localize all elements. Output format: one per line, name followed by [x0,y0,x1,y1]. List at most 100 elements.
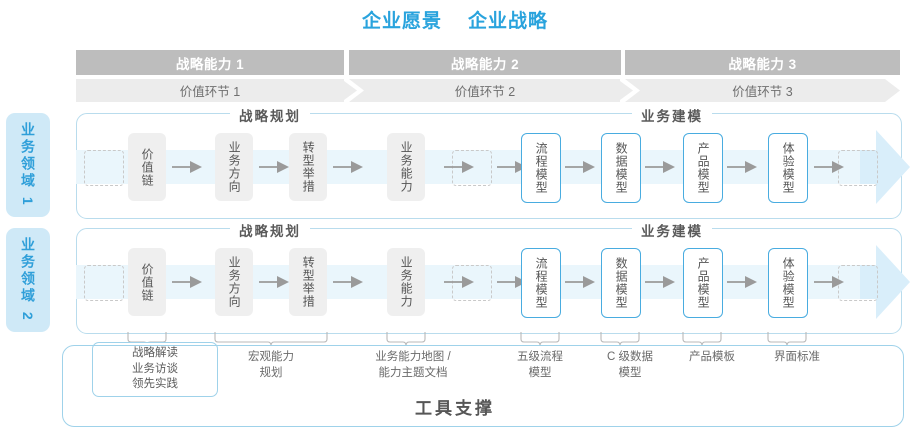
planning-node-2-3[interactable]: 转型举措 [289,248,327,316]
planning-node-label: 业务能力 [399,256,414,308]
segment-title-modeling-2: 业务建模 [632,220,712,240]
planning-to-dashed-arrow-2 [444,276,474,288]
flow-arrow-head-2 [860,245,910,319]
planning-node-2-4[interactable]: 业务能力 [387,248,425,316]
modeling-node-2-1[interactable]: 流程模型 [521,248,561,318]
value-chain-segment-3: 价值环节 3 [625,79,900,102]
bracket-macro-capability [214,332,328,347]
segment-title-rule-1-4 [712,113,750,115]
planning-node-1-3[interactable]: 转型举措 [289,133,327,201]
segment-title-planning-2: 战略规划 [230,220,310,240]
planning-node-label: 业务能力 [399,141,414,193]
flow-arrow-head-1 [860,130,910,204]
bracket-product-template [682,332,722,347]
capability-header-label: 战略能力 3 [728,56,797,72]
modeling-to-end-arrow-1 [814,161,844,173]
tool-support-container [62,345,904,427]
planning-node-label: 价值链 [140,262,155,302]
planning-node-1-2[interactable]: 业务方向 [215,133,253,201]
bracket-data-model [600,332,640,347]
segment-title-modeling-1: 业务建模 [632,105,712,125]
modeling-arrow-1-3 [727,161,757,173]
bottom-label-4: 五级流程 模型 [517,351,563,379]
modeling-node-1-1[interactable]: 流程模型 [521,133,561,203]
planning-node-2-1[interactable]: 价值链 [128,248,166,316]
modeling-node-1-2[interactable]: 数据模型 [601,133,641,203]
capability-header-label: 战略能力 2 [450,56,520,72]
bottom-label-1: 战略解读 业务访谈 领先实践 [92,342,218,397]
value-chain-chevron-1 [344,79,364,102]
domain-tab-1[interactable]: 业务领域 1 [6,113,50,217]
placeholder-box-1-2 [452,150,492,186]
bottom-label-6: 产品模板 [689,351,735,363]
segment-title-rule-2-1 [186,228,224,230]
modeling-arrow-2-2 [645,276,675,288]
segment-title-rule-1-2 [310,113,348,115]
modeling-node-2-3[interactable]: 产品模型 [683,248,723,318]
bottom-label-5: C 级数据 模型 [607,351,653,379]
value-chain-segment-2: 价值环节 2 [349,79,621,102]
bottom-label-7: 界面标准 [774,351,820,363]
modeling-node-label: 流程模型 [534,257,549,309]
value-chain-label: 价值环节 3 [732,85,793,99]
capability-header-2: 战略能力 2 [349,50,621,75]
modeling-node-2-2[interactable]: 数据模型 [601,248,641,318]
placeholder-box-1-1 [84,150,124,186]
modeling-node-label: 产品模型 [696,257,711,309]
value-chain-arrow-head [885,79,910,102]
domain-tab-label: 业务领域 1 [20,122,37,208]
modeling-to-end-arrow-2 [814,276,844,288]
domain-tab-label: 业务领域 2 [20,237,37,323]
bracket-process-model [520,332,560,347]
capability-header-1: 战略能力 1 [76,50,344,75]
modeling-node-label: 数据模型 [614,142,629,194]
planning-node-label: 价值链 [140,147,155,187]
value-chain-bar [76,79,900,102]
segment-title-rule-2-4 [712,228,750,230]
capability-header-3: 战略能力 3 [625,50,900,75]
enterprise-strategy-title: 企业战略 [468,10,549,32]
planning-arrow-1-1 [172,161,202,173]
segment-title-rule-2-2 [310,228,348,230]
planning-node-label: 转型举措 [301,141,316,193]
enterprise-vision-title: 企业愿景 [361,10,442,32]
planning-node-label: 业务方向 [227,256,242,308]
domain-tab-2[interactable]: 业务领域 2 [6,228,50,332]
planning-node-1-1[interactable]: 价值链 [128,133,166,201]
modeling-node-label: 体验模型 [781,257,796,309]
modeling-node-1-3[interactable]: 产品模型 [683,133,723,203]
planning-arrow-1-3 [333,161,363,173]
planning-node-1-4[interactable]: 业务能力 [387,133,425,201]
modeling-arrow-2-1 [565,276,595,288]
planning-node-label: 业务方向 [227,141,242,193]
value-chain-chevron-2 [620,79,640,102]
planning-arrow-1-2 [259,161,289,173]
tool-support-title: 工具支撑 [415,399,495,418]
modeling-node-label: 流程模型 [534,142,549,194]
modeling-node-label: 数据模型 [614,257,629,309]
placeholder-box-2-2 [452,265,492,301]
segment-title-rule-1-3 [588,113,626,115]
bracket-ui-standard [767,332,807,347]
value-chain-label: 价值环节 1 [179,85,241,99]
planning-to-dashed-arrow-1 [444,161,474,173]
planning-arrow-2-2 [259,276,289,288]
segment-title-rule-1-1 [186,113,224,115]
planning-node-label: 转型举措 [301,256,316,308]
capability-header-label: 战略能力 1 [175,56,245,72]
planning-node-2-2[interactable]: 业务方向 [215,248,253,316]
modeling-node-2-4[interactable]: 体验模型 [768,248,808,318]
value-chain-segment-1: 价值环节 1 [76,79,344,102]
vision-strategy-header: 企业愿景 企业战略 [0,6,910,32]
segment-title-planning-1: 战略规划 [230,105,310,125]
bottom-label-3: 业务能力地图 / 能力主题文档 [375,351,451,379]
planning-arrow-2-1 [172,276,202,288]
modeling-arrow-1-1 [565,161,595,173]
planning-arrow-2-3 [333,276,363,288]
modeling-node-1-4[interactable]: 体验模型 [768,133,808,203]
bracket-capability-map [386,332,426,347]
placeholder-box-2-1 [84,265,124,301]
segment-title-rule-2-3 [588,228,626,230]
modeling-node-label: 体验模型 [781,142,796,194]
